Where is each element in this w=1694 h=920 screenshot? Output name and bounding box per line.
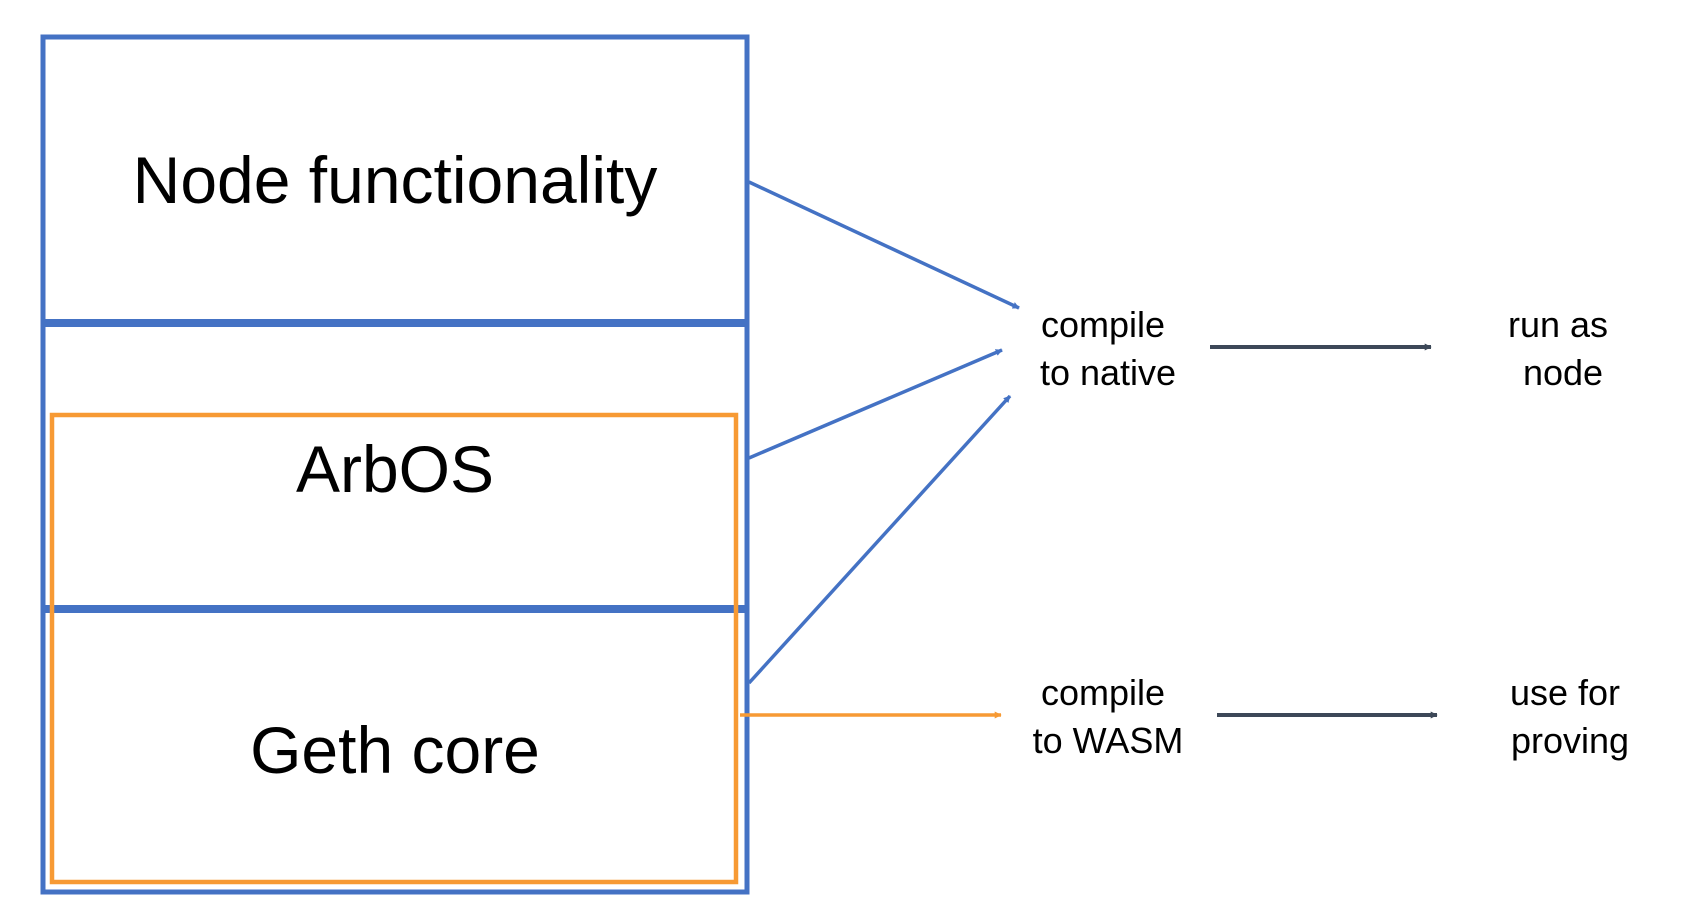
node-functionality-label: Node functionality [133, 143, 658, 217]
run-as-node-label: run as node [1508, 304, 1618, 393]
arbos-to-native-arrow [748, 348, 1003, 460]
wasm-compiled-region [49, 412, 739, 885]
node-to-native-arrow [748, 180, 1020, 310]
compile-native-label: compile to native [1040, 304, 1176, 393]
compile-wasm-label: compile to WASM [1033, 672, 1184, 761]
geth-to-native-arrow [747, 394, 1012, 685]
use-for-proving-label: use for proving [1510, 672, 1630, 761]
geth-core-label: Geth core [250, 713, 540, 787]
arbos-label: ArbOS [296, 432, 494, 506]
